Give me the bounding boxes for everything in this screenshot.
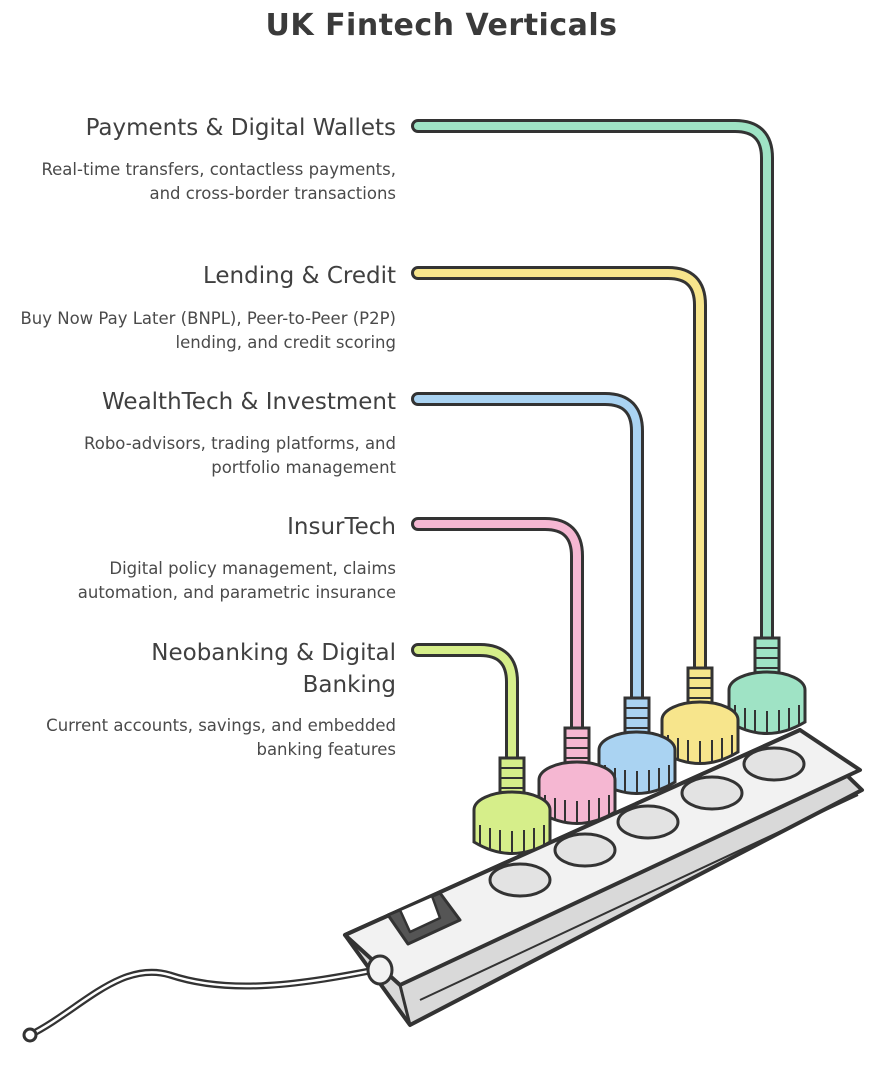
vertical-label-lending: Lending & Credit — [202, 263, 396, 289]
diagram-title: UK Fintech Verticals — [265, 8, 618, 43]
power-strip-icon — [343, 728, 864, 1027]
vertical-description-neobanking: Current accounts, savings, and embedded … — [46, 716, 396, 759]
vertical-label-insurtech: InsurTech — [287, 514, 396, 540]
vertical-label-payments: Payments & Digital Wallets — [85, 115, 396, 141]
cable-insurtech — [411, 517, 584, 737]
plug-icon — [660, 666, 740, 765]
plug-icon — [597, 696, 677, 795]
vertical-label-wealthtech: WealthTech & Investment — [102, 389, 396, 415]
vertical-description-lending: Buy Now Pay Later (BNPL), Peer-to-Peer (… — [20, 309, 396, 352]
cable-lending — [411, 266, 707, 677]
vertical-description-payments: Real-time transfers, contactless payment… — [41, 160, 396, 203]
vertical-description-wealthtech: Robo-advisors, trading platforms, and po… — [84, 434, 396, 477]
plug-icon — [727, 636, 807, 735]
cord-end — [22, 1027, 38, 1043]
cable-payments — [411, 119, 774, 647]
power-switch-icon — [386, 891, 462, 946]
plug-icon — [472, 756, 552, 855]
cable-neobanking — [411, 643, 519, 767]
cord-grommet — [366, 954, 394, 986]
vertical-description-insurtech: Digital policy management, claims automa… — [77, 559, 396, 602]
vertical-label-neobanking: Neobanking & Digital Banking — [151, 640, 396, 698]
